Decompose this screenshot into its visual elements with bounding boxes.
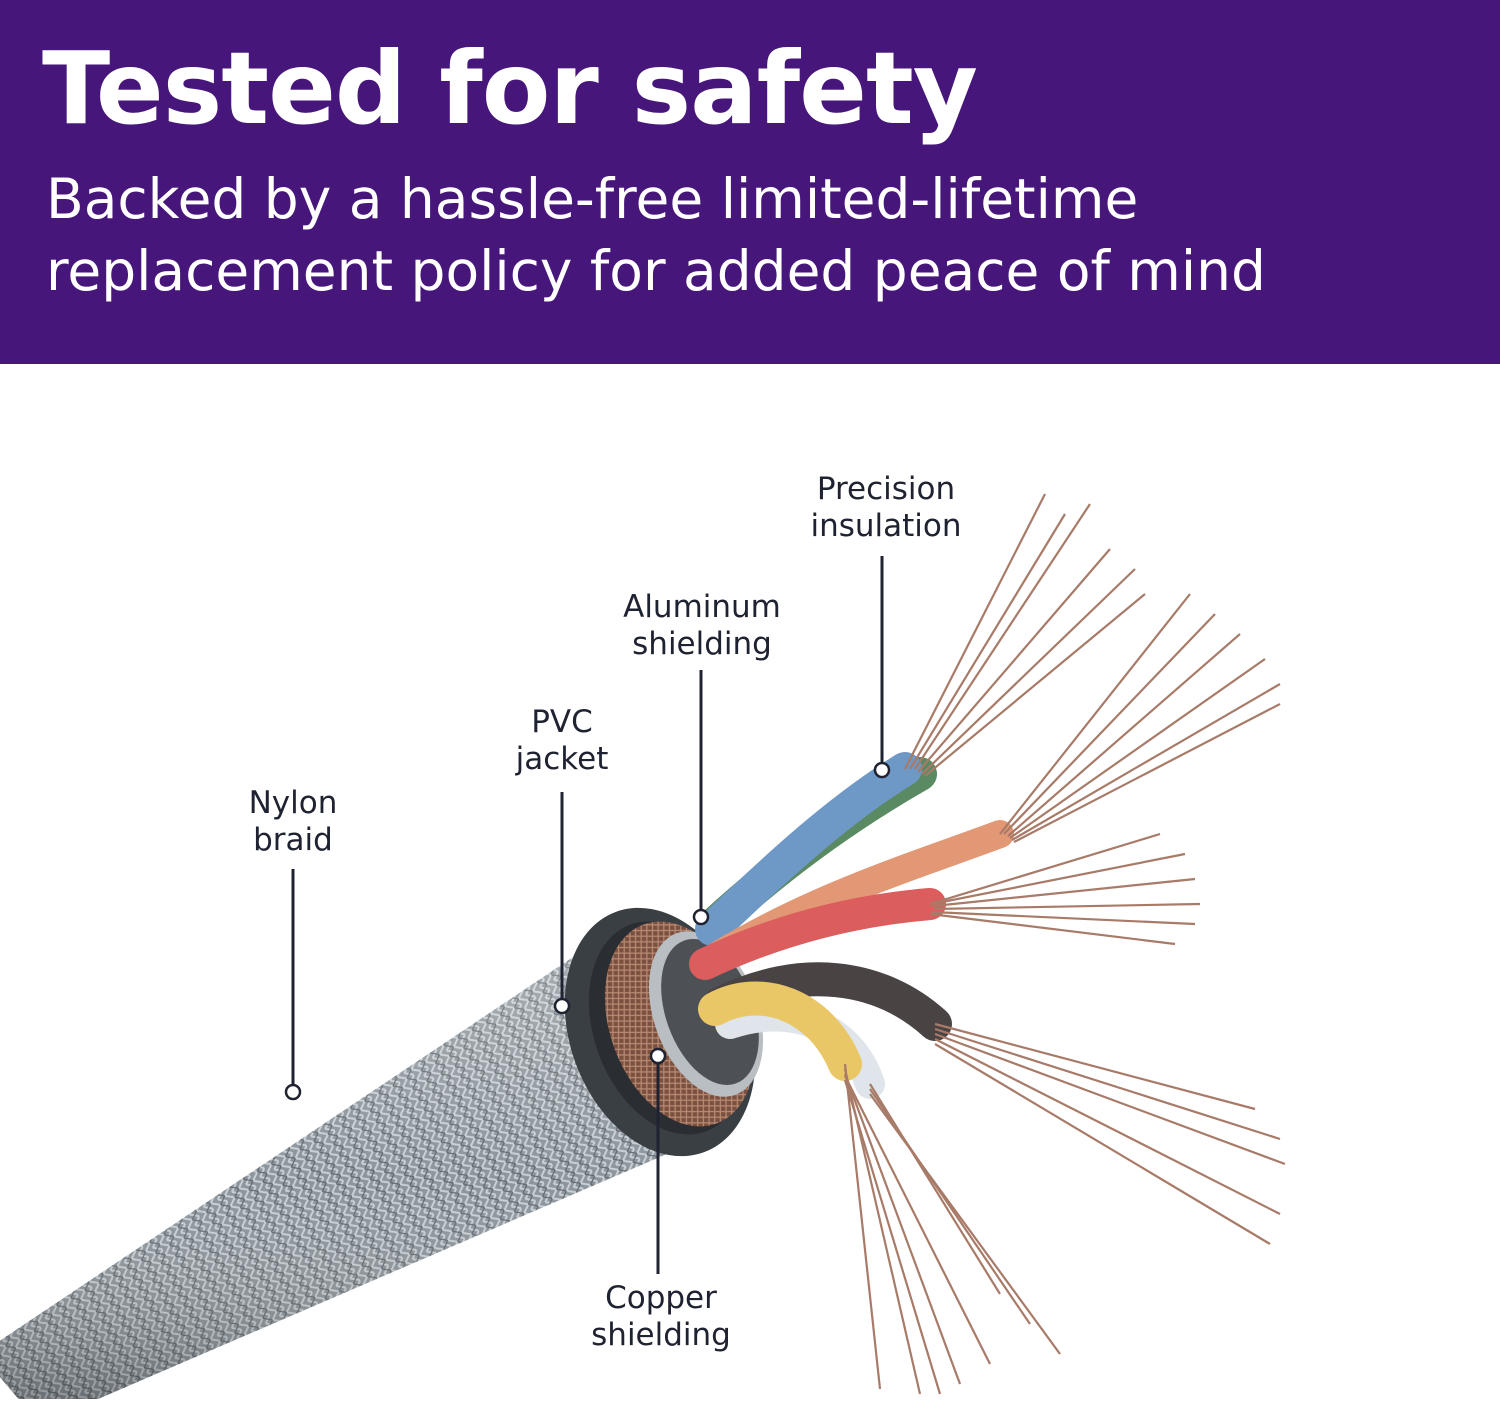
callout-nylon-braid: Nylon braid <box>249 785 338 859</box>
copper-strands <box>843 493 1286 1395</box>
nylon-braid-layer <box>0 939 690 1403</box>
anchor-pvc-jacket <box>553 997 571 1015</box>
callout-aluminum-shielding-line-2: shielding <box>632 626 772 662</box>
cable-cross-section-diagram: Precision insulation Aluminum shielding … <box>0 364 1500 1403</box>
callout-anchor-dots <box>284 761 891 1101</box>
callout-aluminum-shielding-line-1: Aluminum <box>623 589 781 625</box>
anchor-aluminum-shielding <box>692 908 710 926</box>
subheadline-line-1: Backed by a hassle-free limited-lifetime <box>46 167 1139 231</box>
callout-pvc-jacket-line-2: jacket <box>515 741 609 777</box>
callout-pvc-jacket: PVC jacket <box>516 704 609 778</box>
callout-nylon-braid-line-1: Nylon <box>248 785 338 821</box>
callout-nylon-braid-line-2: braid <box>253 822 333 858</box>
header-banner: Tested for safety Backed by a hassle-fre… <box>0 0 1500 364</box>
subheadline: Backed by a hassle-free limited-lifetime… <box>46 163 1266 307</box>
callout-copper-shielding-line-1: Copper <box>605 1280 717 1316</box>
callout-aluminum-shielding: Aluminum shielding <box>623 589 781 663</box>
callout-leaders <box>291 556 884 1274</box>
cable-illustration <box>0 493 1286 1403</box>
inner-wires <box>689 752 1014 1099</box>
callout-precision-insulation: Precision insulation <box>810 471 961 545</box>
anchor-precision-insulation <box>873 761 891 779</box>
callout-precision-insulation-line-1: Precision <box>816 471 956 507</box>
anchor-copper-shielding <box>649 1047 667 1065</box>
subheadline-line-2: replacement policy for added peace of mi… <box>46 239 1266 303</box>
anchor-nylon-braid <box>284 1083 302 1101</box>
callout-copper-shielding: Copper shielding <box>591 1280 731 1354</box>
callout-copper-shielding-line-2: shielding <box>591 1317 731 1353</box>
callout-precision-insulation-line-2: insulation <box>810 508 962 544</box>
headline: Tested for safety <box>42 30 978 147</box>
callout-pvc-jacket-line-1: PVC <box>531 704 593 740</box>
